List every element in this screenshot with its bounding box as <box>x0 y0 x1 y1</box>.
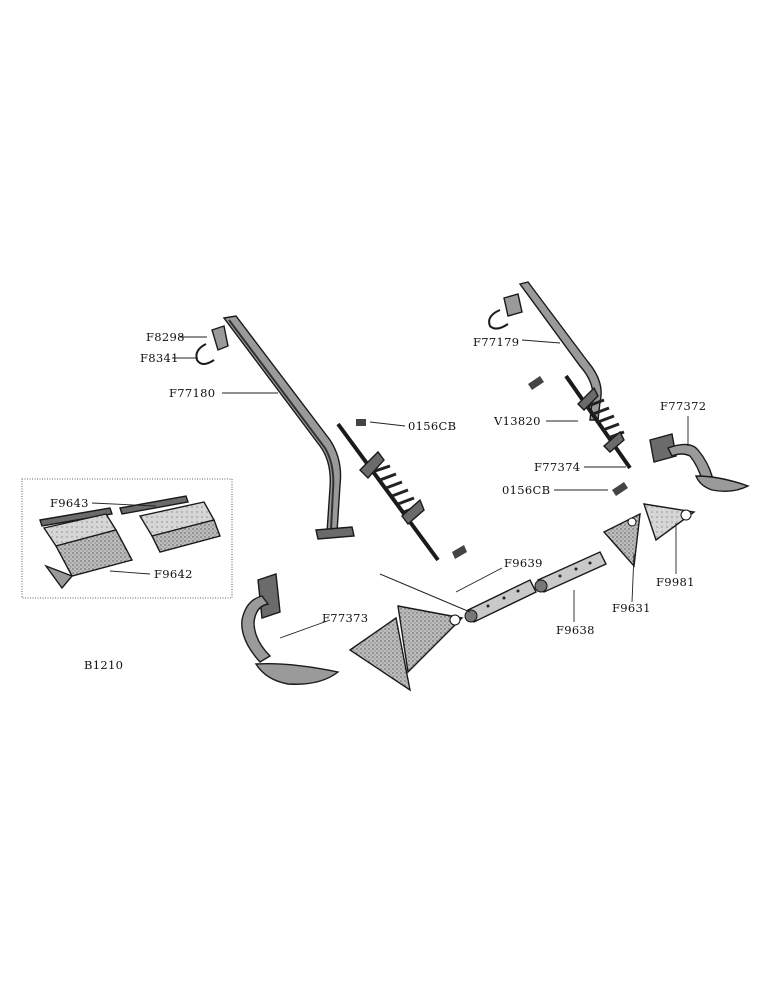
leader-lines <box>91 336 689 639</box>
inset-box <box>21 478 233 599</box>
clip-left-part <box>211 325 229 351</box>
tube-f9638-part <box>534 551 607 593</box>
label-f9631: F9631 <box>612 601 651 615</box>
label-f8341: F8341 <box>140 351 179 365</box>
label-f77372: F77372 <box>660 399 706 413</box>
bolt-right-upper-part <box>528 376 544 390</box>
spring-rod-left-part <box>336 422 440 562</box>
label-0156cb-right: 0156CB <box>502 483 550 497</box>
label-f8298: F8298 <box>146 330 185 344</box>
u-bolt-left-part <box>195 343 215 365</box>
label-f77179: F77179 <box>473 335 519 349</box>
tube-f9639-part <box>464 579 537 623</box>
shield-f9642-part <box>42 501 221 590</box>
label-f9639: F9639 <box>504 556 543 570</box>
label-f77374: F77374 <box>534 460 580 474</box>
shield-f9631-part <box>602 512 641 568</box>
shield-left-part <box>348 605 464 692</box>
part-labels: F8298 F8341 F77180 0156CB F77179 V13820 … <box>50 330 706 672</box>
bolt-right-lower-part <box>612 482 628 496</box>
label-f77373: F77373 <box>322 611 368 625</box>
label-0156cb-left: 0156CB <box>408 419 456 433</box>
label-f9981: F9981 <box>656 575 695 589</box>
label-f9642: F9642 <box>154 567 193 581</box>
figure-id: B1210 <box>84 658 123 672</box>
bolt-left-upper-part <box>356 419 366 426</box>
label-f77180: F77180 <box>169 386 215 400</box>
label-f9638: F9638 <box>556 623 595 637</box>
standard-left-part <box>222 315 355 540</box>
foot-left-part <box>241 573 340 685</box>
bolt-left-lower-part <box>452 545 467 559</box>
spring-rod-right-part <box>564 374 632 470</box>
clip-right-part <box>488 293 523 330</box>
label-v13820: V13820 <box>493 414 541 428</box>
strip-f9643-part <box>39 495 189 527</box>
foot-right-part <box>649 433 750 493</box>
shield-f9981-part <box>642 503 696 542</box>
axis-line <box>379 573 471 613</box>
label-f9643: F9643 <box>50 496 89 510</box>
